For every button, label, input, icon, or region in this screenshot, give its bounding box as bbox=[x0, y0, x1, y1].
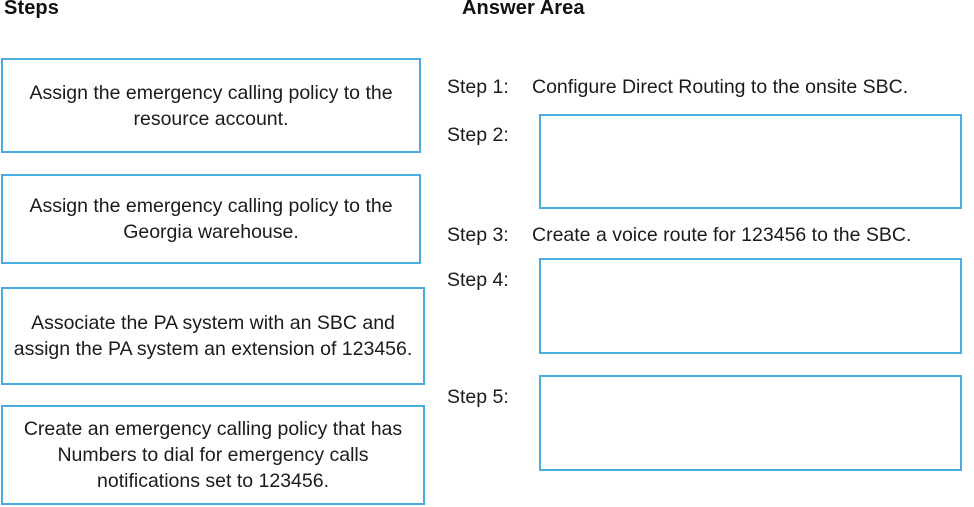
answer-row-step-5: Step 5: bbox=[440, 375, 974, 471]
step-card-label: Associate the PA system with an SBC and … bbox=[13, 312, 413, 360]
answer-row-label: Step 4: bbox=[447, 269, 509, 291]
step-card-label: Assign the emergency calling policy to t… bbox=[29, 195, 393, 243]
step-card[interactable]: Associate the PA system with an SBC and … bbox=[1, 287, 425, 385]
answer-row-value: Configure Direct Routing to the onsite S… bbox=[532, 76, 909, 98]
answer-row-label: Step 5: bbox=[447, 386, 509, 408]
answer-row-label: Step 3: bbox=[447, 224, 509, 246]
steps-source-list: Assign the emergency calling policy to t… bbox=[0, 0, 430, 507]
answer-dropzone-step-4[interactable] bbox=[539, 258, 962, 354]
step-card[interactable]: Assign the emergency calling policy to t… bbox=[1, 174, 421, 264]
step-card-label: Create an emergency calling policy that … bbox=[23, 418, 403, 492]
answer-area-column-heading: Answer Area bbox=[462, 0, 585, 19]
answer-row-label: Step 2: bbox=[447, 124, 509, 146]
answer-dropzone-step-2[interactable] bbox=[539, 114, 962, 209]
answer-row-step-4: Step 4: bbox=[440, 258, 974, 354]
answer-row-step-1: Step 1: Configure Direct Routing to the … bbox=[440, 74, 974, 100]
step-card[interactable]: Assign the emergency calling policy to t… bbox=[1, 58, 421, 153]
answer-row-step-2: Step 2: bbox=[440, 114, 974, 209]
step-card[interactable]: Create an emergency calling policy that … bbox=[1, 405, 425, 505]
step-card-label: Assign the emergency calling policy to t… bbox=[29, 81, 393, 130]
steps-column-heading: Steps bbox=[4, 0, 59, 19]
answer-row-step-3: Step 3: Create a voice route for 123456 … bbox=[440, 222, 974, 248]
answer-row-value: Create a voice route for 123456 to the S… bbox=[532, 224, 912, 246]
answer-row-label: Step 1: bbox=[447, 76, 509, 98]
answer-dropzone-step-5[interactable] bbox=[539, 375, 962, 471]
answer-area-list: Step 1: Configure Direct Routing to the … bbox=[440, 0, 974, 507]
